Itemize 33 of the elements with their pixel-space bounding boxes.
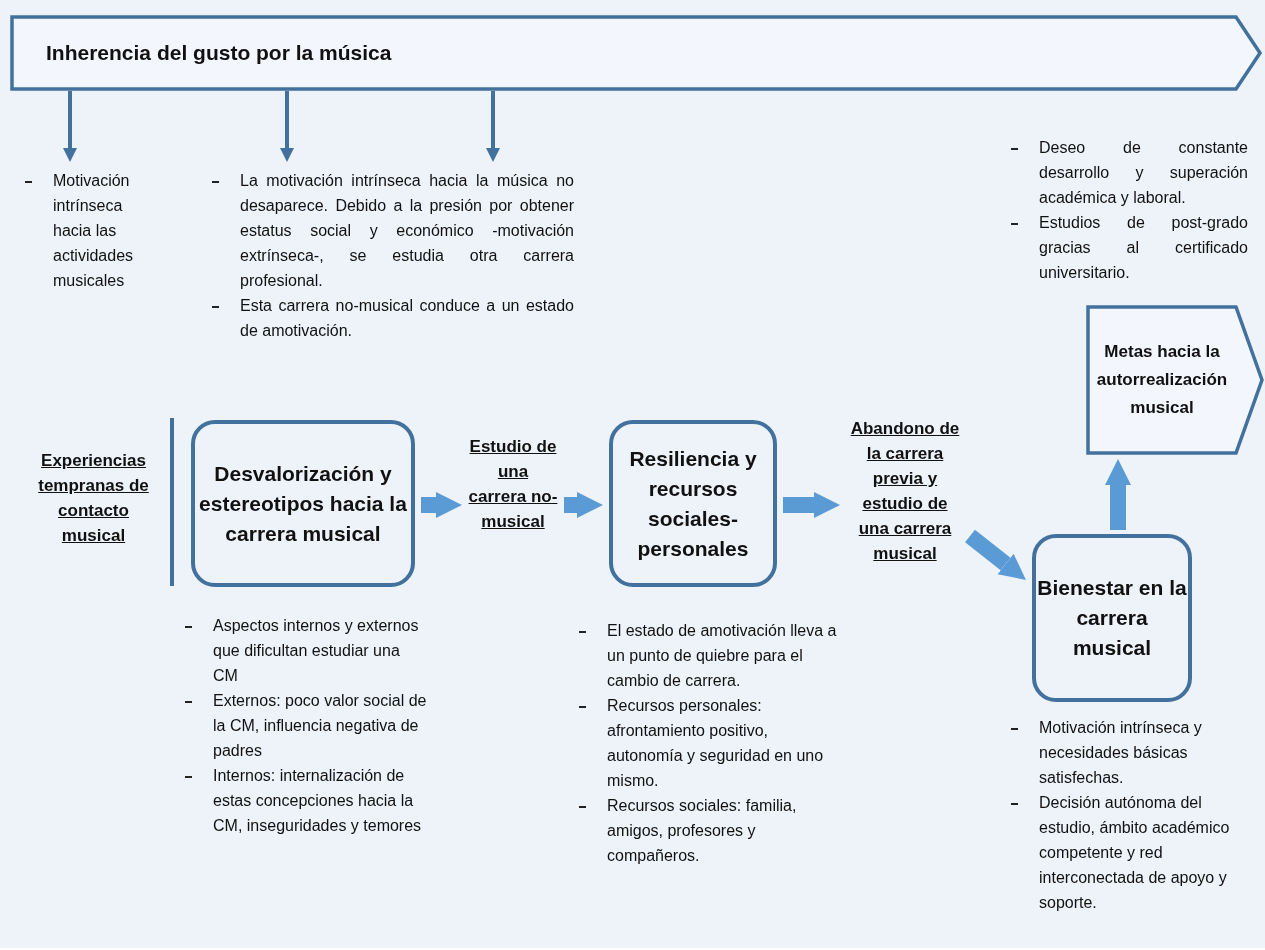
goal-pentagon: [1086, 305, 1264, 455]
stage-title: Resiliencia y recursos sociales-personales: [628, 445, 758, 562]
bullet-text: Esta carrera no-musical conduce a un estado de amotivación.: [240, 296, 574, 341]
stage-title: Desvalorización y estereotipos hacia la carrera musical: [198, 460, 408, 547]
bullet-text: Motivación intrínseca hacia las actividades musicales: [53, 171, 135, 291]
bullet-text: Aspectos internos y externos que dificultan estudiar una CM: [213, 616, 420, 686]
arrow: [63, 91, 77, 162]
block-arrow: [783, 492, 840, 518]
bullet-text: Externos: poco valor social de la CM, influencia negativa de padres: [213, 691, 427, 761]
arrow: [280, 91, 294, 162]
bullet-text: Deseo de constante desarrollo y superación académica y laboral.: [1039, 138, 1248, 208]
stage-label: Experiencias tempranas de contacto musical: [37, 450, 150, 547]
bullet-text: Internos: internalización de estas concepciones hacia la CM, inseguridades y temores: [213, 766, 423, 836]
stage-title: Bienestar en la carrera musical: [1036, 575, 1188, 661]
stage-label: Estudio de una carrera no-musical: [468, 436, 558, 533]
bullet-text: El estado de amotivación lleva a un punto de quiebre para el cambio de carrera.: [607, 621, 838, 691]
block-arrow: [564, 492, 603, 518]
bullet-text: Recursos sociales: familia, amigos, profesores y compañeros.: [607, 796, 798, 866]
bullet-text: Estudios de post-grado gracias al certificado universitario.: [1039, 213, 1248, 283]
block-arrow: [965, 529, 1026, 580]
bullet-text: Motivación intrínseca y necesidades básicas satisfechas.: [1039, 718, 1203, 788]
stage-box: [609, 420, 777, 587]
bullet-text: Decisión autónoma del estudio, ámbito académico competente y red interconectada de apoyo y soporte.: [1039, 793, 1231, 913]
bullet-text: Recursos personales: afrontamiento positivo, autonomía y seguridad en uno mismo.: [607, 696, 825, 791]
banner-title: Inherencia del gusto por la música: [46, 40, 392, 66]
block-arrow: [1105, 459, 1131, 530]
arrow: [486, 91, 500, 162]
block-arrow: [421, 492, 462, 518]
bullet-text: La motivación intrínseca hacia la música no desaparece. Debido a la presión por obtener estatus social y económico -motivación extrínseca-, se estudia otra carrera profesional.: [240, 171, 574, 291]
stage-label: Abandono de la carrera previa y estudio de una carrera musical: [849, 418, 961, 565]
goal-title: Metas hacia la autorrealización musical: [1096, 341, 1228, 419]
stage-box: [191, 420, 415, 587]
stage-box: [1032, 534, 1192, 702]
